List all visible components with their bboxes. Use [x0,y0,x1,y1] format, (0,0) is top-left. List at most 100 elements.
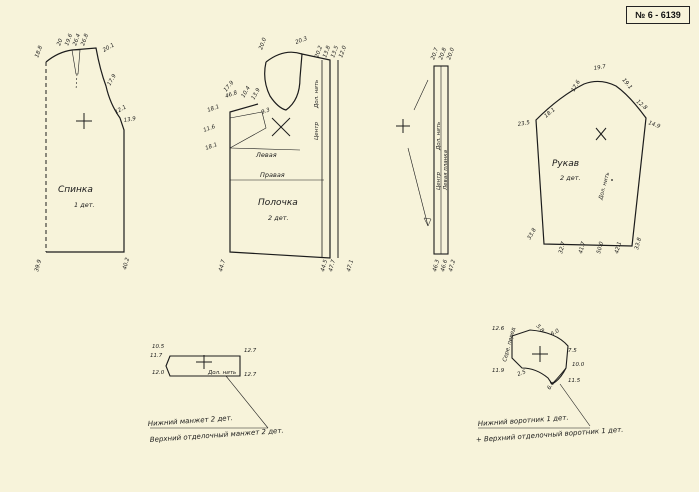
back-mark-4: 26.4 [72,33,82,47]
front-mark-12: 18.1 [207,104,221,114]
cuff-caption-1: Нижний манжет 2 дет. [148,414,234,428]
sleeve-mark-11: 50.0 [596,241,605,255]
front-center-label: Центр [314,122,320,140]
placket-mark-2: 20.8 [438,47,448,61]
front-mark-15: 44.7 [218,259,227,273]
sleeve-grain-label: Дол. нить [598,172,611,202]
front-cross-b [271,117,291,137]
front-dart [229,111,267,149]
collar-mark-3: 6.0 [550,328,561,338]
front-mark-13: 18.1 [205,142,219,152]
front-mark-17: 47.7 [328,259,337,273]
back-name: Спинка [58,185,93,195]
sleeve-mark-13: 33.8 [634,237,643,251]
cuff-mark-2: 11.7 [150,353,163,359]
cuff-piece: Дол. нить 10.5 11.7 12.7 12.0 12.7 Нижни… [148,344,284,444]
back-mark-8: 12.1 [114,104,128,115]
back-count: 1 дет. [74,201,95,209]
sleeve-mark-1: 18.1 [543,107,556,119]
cuff-mark-4: 12.0 [152,370,165,376]
sleeve-piece: Рукав 2 дет. Дол. нить 18.1 17.6 19.7 19… [517,64,661,255]
back-mark-2: 20 [56,38,64,47]
front-left-label: Левая [255,151,277,159]
front-mark-1: 20.0 [258,37,268,51]
sleeve-mark-4: 19.1 [620,77,632,90]
cuff-mark-5: 12.7 [244,372,257,378]
placket-arrow-1 [413,79,429,111]
back-outline [45,47,125,253]
sleeve-mark-3: 19.7 [593,64,607,72]
back-mark-3: 19.6 [64,33,74,47]
back-dart-extension [75,73,78,91]
collar-center-label: Сере. перед [502,327,517,363]
front-mark-3: 20.2 [314,45,324,59]
cuff-notch [165,355,171,367]
placket-side-label: Левая планка [443,149,449,191]
front-mark-5: 13.5 [330,45,340,59]
back-dart [71,49,81,75]
sleeve-name: Рукав [552,159,579,169]
sleeve-cross-b [595,127,607,141]
front-outline [229,53,331,259]
cuff-mark-3: 12.7 [244,348,257,354]
cuff-leader [225,375,269,429]
front-mark-7: 10.4 [241,85,253,99]
front-name: Полочка [258,198,298,208]
front-mark-4: 13.8 [322,45,332,59]
collar-leader [559,383,591,427]
collar-outline [511,329,569,385]
collar-mark-1: 12.6 [492,326,505,332]
collar-edge [551,367,567,385]
front-piece: Левая Правая Полочка 2 дет. Центр Дол. н… [203,36,355,273]
back-mark-9: 13.9 [123,116,137,124]
placket-grain-label: Дол. нить [436,122,442,151]
back-mark-11: 40.2 [122,257,131,271]
front-mark-2: 20.3 [295,36,309,46]
collar-mark-2: 5.8 [534,323,545,334]
collar-mark-8: 2.5 [517,369,528,378]
collar-mark-6: 11.5 [568,378,581,384]
document-number-stamp: № 6 - 6139 [626,6,690,24]
placket-arrow-2 [407,147,429,227]
collar-caption-1: Нижний воротник 1 дет. [478,414,569,428]
front-mark-14: 46.8 [225,90,239,100]
collar-mark-9: 6.6 [547,380,557,391]
back-piece: Спинка 1 дет. 18.8 20 19.6 26.4 26.8 20.… [34,33,137,273]
sleeve-count: 2 дет. [560,174,581,182]
front-neckline [265,51,303,63]
front-mark-11: 11.6 [203,124,217,134]
front-mark-6: 12.0 [338,45,348,59]
placket-mark-4: 46.3 [432,259,441,273]
placket-mark-6: 47.2 [448,259,457,273]
placket-arrow-head [423,217,432,227]
cuff-grain-label: Дол. нить [207,370,236,376]
front-mark-8: 13.9 [251,87,263,101]
front-right-label: Правая [260,171,285,179]
sleeve-mark-10: 41.7 [578,241,587,255]
placket-center-label: Центр [436,172,442,190]
sleeve-mark-8: 33.8 [527,227,539,241]
placket-mark-5: 46.6 [440,259,449,273]
front-grain-label: Дол. нить [314,80,320,109]
sleeve-dot [611,179,613,181]
collar-mark-5: 10.0 [572,362,585,368]
back-mark-1: 18.8 [34,45,44,59]
collar-mark-4: 7.5 [568,348,577,354]
sleeve-mark-6: 23.5 [517,120,531,128]
sleeve-mark-7: 14.9 [647,120,661,130]
front-left-line [229,147,301,151]
back-mark-7: 17.9 [107,73,119,87]
cuff-caption-2: Верхний отделочный манжет 2 дет. [150,427,284,444]
sleeve-mark-12: 42.1 [614,241,623,254]
back-mark-6: 20.1 [102,42,116,53]
cuff-mark-1: 10.5 [152,344,165,350]
front-mark-9: 9.3 [261,107,272,116]
sleeve-outline [535,80,647,247]
front-mark-16: 44.5 [320,259,329,273]
sleeve-mark-9: 32.7 [558,241,567,255]
placket-mark-3: 20.0 [446,47,456,61]
collar-caption-2: + Верхний отделочный воротник 1 дет. [476,426,624,444]
back-mark-5: 26.8 [80,33,90,47]
